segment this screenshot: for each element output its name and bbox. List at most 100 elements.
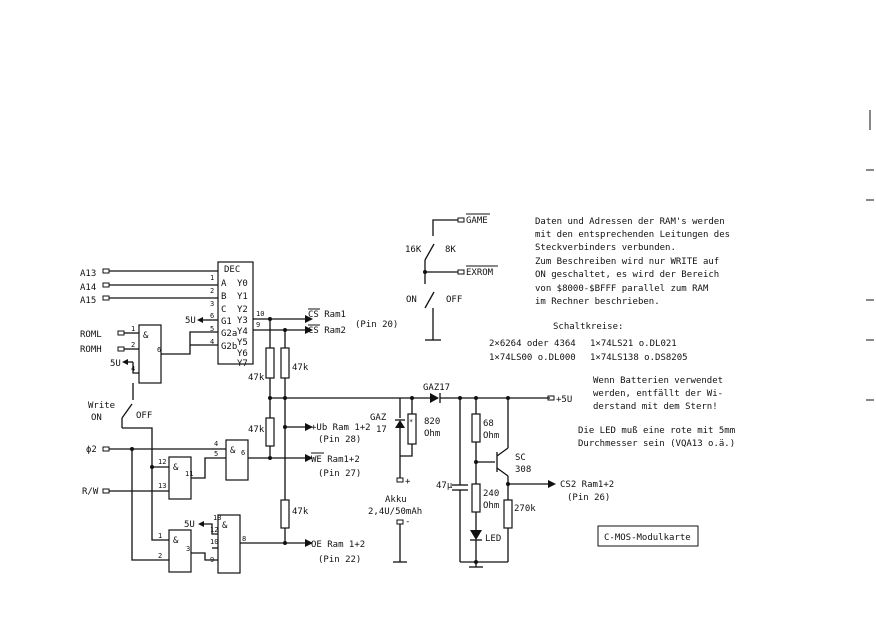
- decoder-out-y7: Y7: [237, 359, 248, 369]
- r240-label-1: 240: [483, 489, 499, 499]
- nand4-pin-1: 1: [158, 532, 162, 540]
- k16-label: 16K: [405, 245, 422, 255]
- nand1-pin-1: 1: [131, 325, 135, 333]
- nand4-pin-3: 3: [186, 545, 190, 553]
- write-off-label: OFF: [136, 411, 152, 421]
- oe-pin: (Pin 22): [318, 555, 361, 565]
- decoder-out-y3: Y3: [237, 316, 248, 326]
- r270-label: 270k: [514, 504, 536, 514]
- nand5-pin-10: 10: [210, 538, 218, 546]
- addr-a15-label: A15: [80, 296, 96, 306]
- nand5-pin-12: 12: [210, 526, 218, 534]
- addr-a14-label: A14: [80, 283, 96, 293]
- akku-label: Akku: [385, 495, 407, 505]
- we-label: WE Ram1+2: [311, 455, 360, 465]
- roml-label: ROML: [80, 330, 102, 340]
- gaz17-diode: GAZ17 +5U: [400, 383, 572, 405]
- decoder-out-y0: Y0: [237, 279, 248, 289]
- nand1-5v-label: 5U: [110, 359, 121, 369]
- decoder-in-g1: G1: [221, 317, 232, 327]
- note-line-4: Zum Beschreiben wird nur WRITE auf: [535, 257, 719, 267]
- r68-label-1: 68: [483, 419, 494, 429]
- address-inputs: A13 A14 A15: [80, 268, 218, 306]
- nand5-pin-13: 13: [213, 514, 221, 522]
- battery-branch: GAZ 17 * 820 Ohm + Akku 2,4U/50mAh -: [368, 398, 440, 563]
- note-line-6: von $8000-$BFFF parallel zum RAM: [535, 284, 709, 294]
- nand4-pin-2: 2: [158, 552, 162, 560]
- nand1-symbol: &: [143, 331, 149, 341]
- decoder-pin-g1: 6: [210, 312, 214, 320]
- gaz17-top-label: GAZ17: [423, 383, 450, 393]
- gaz-side-label-1: GAZ: [370, 413, 387, 423]
- r820-label-2: Ohm: [424, 429, 440, 439]
- decoder-pin-y5: 9: [256, 321, 260, 329]
- write-label: Write: [88, 401, 115, 411]
- notes-block: Daten und Adressen der RAM's werden mit …: [489, 217, 735, 449]
- oe-label: OE Ram 1+2: [311, 540, 365, 550]
- nand3-pin-11: 11: [185, 470, 193, 478]
- plus5v-label: +5U: [556, 395, 572, 405]
- nand5-pin-8: 8: [242, 535, 246, 543]
- cs-ram1-label: CS Ram1: [308, 310, 346, 320]
- r3-label: 47k: [248, 425, 265, 435]
- mode-on-label: ON: [406, 295, 417, 305]
- battery-note-2: werden, entfällt der Wi-: [593, 389, 723, 399]
- decoder-pin-b: 2: [210, 287, 214, 295]
- phi2-label: ϕ2: [86, 445, 97, 455]
- led-label: LED: [485, 534, 501, 544]
- r820-label-1: 820: [424, 417, 440, 427]
- nand5-pin-9: 9: [210, 556, 214, 564]
- note-line-3: Steckverbinders verbunden.: [535, 243, 676, 253]
- decoder-pin-g2a: 5: [210, 325, 214, 333]
- decoder-pin-y4: 10: [256, 310, 264, 318]
- pullup-resistors: 47k 47k 47k 47k: [248, 319, 309, 543]
- g1-5v-label: 5U: [185, 316, 196, 326]
- capacitor-branch: 47μ: [436, 398, 508, 564]
- decoder-out-y1: Y1: [237, 292, 248, 302]
- ub-bus: +Ub Ram 1+2 (Pin 28): [270, 397, 400, 445]
- akku-minus: -: [405, 517, 410, 527]
- rom-gate: ROML ROMH & 1 2 4 6 5U: [80, 324, 218, 384]
- mode-off-label: OFF: [446, 295, 462, 305]
- akku-plus: +: [405, 477, 411, 487]
- we-gates: & 12 13 11 & 4 5 6 WE Ram1+2 (Pin 27): [158, 439, 361, 500]
- game-label: GAME: [466, 216, 488, 226]
- r240-label-2: Ohm: [483, 501, 499, 511]
- cs-outputs: CS Ram1 CS Ram2 (Pin 20): [253, 308, 398, 336]
- decoder-out-y2: Y2: [237, 305, 248, 315]
- r1-label: 47k: [248, 373, 265, 383]
- r68-label-2: Ohm: [483, 431, 499, 441]
- decoder-out-y4: Y4: [237, 327, 248, 337]
- decoder-title: DEC: [224, 265, 240, 275]
- ic-row2-left: 1×74LS00 o.DL000: [489, 353, 576, 363]
- cs-ram2-label: CS Ram2: [308, 326, 346, 336]
- decoder-ic: DEC A B C G1 G2a G2b Y0 Y1 Y2 Y3 Y4 Y5 Y…: [210, 261, 264, 369]
- ub-pin: (Pin 28): [318, 435, 361, 445]
- nand5-5v-label: 5U: [184, 520, 195, 530]
- note-line-1: Daten und Adressen der RAM's werden: [535, 217, 725, 227]
- g1-supply: 5U: [185, 316, 218, 326]
- decoder-in-c: C: [221, 305, 226, 315]
- decoder-pin-a: 1: [210, 274, 214, 282]
- mode-switches: GAME 16K 8K EXROM ON OFF: [405, 213, 498, 341]
- decoder-in-g2b: G2b: [221, 342, 237, 352]
- nand2-pin-5: 5: [214, 450, 218, 458]
- nand4-symbol: &: [173, 536, 179, 546]
- nand1-pin-6: 6: [157, 346, 161, 354]
- transistor-label-1: SC: [515, 453, 526, 463]
- ics-title: Schaltkreise:: [553, 322, 623, 332]
- battery-note-3: derstand mit dem Stern!: [593, 402, 718, 412]
- nand3-pin-13: 13: [158, 482, 166, 490]
- gaz-side-label-2: 17: [376, 425, 387, 435]
- decoder-in-a: A: [221, 279, 227, 289]
- akku-rating: 2,4U/50mAh: [368, 507, 422, 517]
- cs2-pin: (Pin 26): [567, 493, 610, 503]
- decoder-pin-c: 3: [210, 300, 214, 308]
- ic-row1-left: 2×6264 oder 4364: [489, 339, 576, 349]
- romh-label: ROMH: [80, 345, 102, 355]
- decoder-out-y5: Y5: [237, 338, 248, 348]
- exrom-label: EXROM: [466, 268, 494, 278]
- card-label: C-MOS-Modulkarte: [604, 533, 691, 543]
- led-note-1: Die LED muß eine rote mit 5mm: [578, 426, 735, 436]
- k8-label: 8K: [445, 245, 456, 255]
